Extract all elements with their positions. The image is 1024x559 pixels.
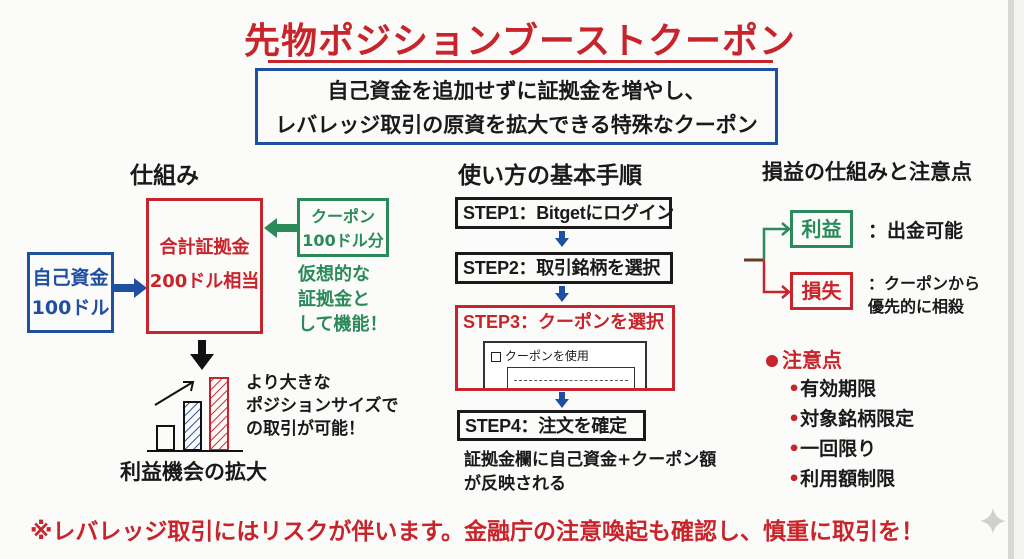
bullet-icon [766, 355, 778, 367]
coupon-list-mock [507, 367, 635, 388]
caution-text: 一回限り [800, 438, 877, 460]
own-funds-amount: 100ドル [31, 297, 110, 319]
loss-text: ：クーポンから 優先的に相殺 [868, 272, 980, 318]
cautions-title: 注意点 [782, 348, 842, 372]
cautions-heading: 注意点 [766, 344, 842, 373]
profit-text: ：出金可能 [868, 220, 964, 242]
arrow-down-icon [555, 392, 569, 408]
opportunity-caption: 利益機会の拡大 [120, 460, 267, 484]
risk-footer: ※レバレッジ取引にはリスクが伴います。金融庁の注意喚起も確認し、慎重に取引を！ [30, 519, 925, 545]
bullet-icon: • [788, 468, 801, 490]
subtitle-box: 自己資金を追加せずに証拠金を増やし、 レバレッジ取引の原資を拡大できる特殊なクー… [255, 68, 778, 145]
list-item: •利用額制限 [788, 464, 914, 494]
total-margin-label: 合計証拠金 [159, 237, 250, 258]
pnl-heading: 損益の仕組みと注意点 [762, 160, 972, 184]
note-line: の取引が可能！ [246, 419, 365, 439]
list-item: •対象銘柄限定 [788, 404, 914, 434]
step-4: STEP4：注文を確定 [457, 410, 646, 441]
list-item [514, 386, 628, 388]
page-title: 先物ポジションブーストクーポン [243, 21, 797, 62]
cautions-list: •有効期限 •対象銘柄限定 •一回限り •利用額制限 [788, 374, 914, 494]
note-line: ：クーポンから [868, 274, 981, 293]
step-3: STEP3：クーポンを選択 [463, 312, 665, 332]
virtual-margin-note: 仮想的な 証拠金と して機能！ [298, 262, 387, 337]
coupon-box: クーポン 100ドル分 [297, 198, 389, 257]
sparkle-icon [980, 508, 1006, 534]
loss-badge: 損失 [790, 272, 853, 310]
coupon-select-mock: クーポンを使用 [483, 341, 647, 388]
caution-text: 利用額制限 [800, 468, 896, 490]
checkbox-icon [491, 351, 501, 362]
subtitle-line2: レバレッジ取引の原資を拡大できる特殊なクーポン [275, 113, 758, 137]
step-2: STEP2：取引銘柄を選択 [455, 252, 673, 284]
note-line: ポジションサイズで [246, 396, 399, 416]
title-underline [268, 60, 773, 63]
step-3-box: STEP3：クーポンを選択 クーポンを使用 [455, 305, 675, 391]
profit-badge: 利益 [790, 210, 853, 248]
bullet-icon: • [788, 378, 801, 400]
bullet-icon: • [788, 438, 801, 460]
branch-arrows-icon [744, 222, 791, 299]
caution-text: 対象銘柄限定 [800, 408, 915, 430]
coupon-label: クーポン [310, 207, 375, 226]
list-item: •有効期限 [788, 374, 914, 404]
coupon-amount: 100ドル分 [302, 231, 384, 250]
step-4-note: 証拠金欄に自己資金+クーポン額 が反映される [464, 448, 716, 496]
arrow-down-icon [555, 286, 569, 302]
own-funds-box: 自己資金 100ドル [27, 252, 114, 333]
arrow-down-icon [555, 231, 569, 247]
list-item: •一回限り [788, 434, 914, 464]
arrow-left-icon [264, 218, 297, 238]
note-line: より大きな [246, 373, 331, 393]
note-line: 証拠金欄に自己資金+クーポン額 [464, 450, 717, 470]
total-margin-amount: 200ドル相当 [149, 271, 260, 292]
own-funds-label: 自己資金 [32, 267, 109, 289]
note-line: 優先的に相殺 [868, 297, 965, 316]
use-coupon-label: クーポンを使用 [504, 349, 589, 363]
step-1: STEP1：Bitgetにログイン [455, 197, 674, 229]
caution-text: 有効期限 [800, 378, 877, 400]
note-line: 証拠金と [298, 289, 370, 310]
growth-bar-chart-icon [147, 377, 243, 452]
mechanism-heading: 仕組み [130, 163, 199, 189]
arrow-right-icon [114, 278, 147, 298]
note-line: が反映される [464, 474, 566, 494]
subtitle-line1: 自己資金を追加せずに証拠金を増やし、 [327, 79, 706, 103]
bullet-icon: • [788, 408, 801, 430]
bigger-position-note: より大きな ポジションサイズで の取引が可能！ [246, 372, 399, 441]
arrow-down-icon [190, 340, 214, 370]
total-margin-box: 合計証拠金 200ドル相当 [146, 198, 263, 334]
steps-heading: 使い方の基本手順 [458, 163, 642, 189]
list-item [514, 373, 628, 381]
note-line: 仮想的な [298, 264, 370, 285]
note-line: して機能！ [298, 314, 388, 335]
